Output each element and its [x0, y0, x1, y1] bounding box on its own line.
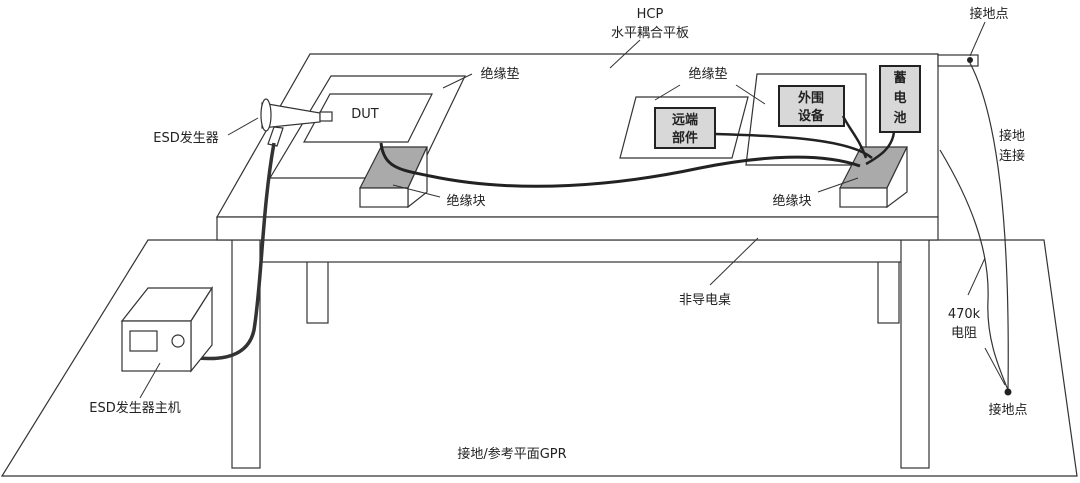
- table-leg-front-right: [900, 239, 930, 469]
- insulating-block-left-label: 绝缘块: [446, 193, 485, 209]
- ground-point-top-label: 接地点: [969, 6, 1008, 22]
- leader-hcp: [609, 39, 641, 69]
- insulating-block-left-front: [359, 187, 409, 208]
- leader-resistor-2: [984, 347, 1006, 386]
- leader-block-right: [817, 177, 859, 193]
- dut-board: [302, 93, 433, 143]
- battery-label-line3: 池: [893, 110, 906, 126]
- esd-gun-grip: [267, 126, 284, 147]
- insulating-block-right-front: [839, 187, 888, 208]
- leader-pad-right: [735, 84, 766, 105]
- table-apron: [259, 239, 909, 263]
- peripheral-label-line1: 外围: [797, 90, 824, 106]
- leader-table: [709, 237, 759, 286]
- leader-esd-gun: [227, 117, 259, 136]
- table-top-front-edge: [216, 216, 939, 241]
- esd-gun-rear: [260, 98, 272, 132]
- peripheral-cable: [841, 115, 868, 159]
- table-leg-back-left: [306, 258, 329, 324]
- ground-point-bottom-label: 接地点: [988, 402, 1027, 418]
- leader-pad-mid: [654, 84, 681, 101]
- peripheral-label-line2: 设备: [798, 108, 825, 124]
- main-harness-cable: [379, 142, 861, 188]
- leader-resistor: [967, 257, 986, 296]
- esd-gun-cable: [197, 142, 276, 361]
- insulating-block-right-label: 绝缘块: [772, 193, 811, 209]
- esd-generator-knob: [171, 334, 185, 348]
- leader-block-left: [392, 184, 441, 198]
- remote-component-label-line1: 远端: [672, 112, 698, 128]
- resistor-label-line1: 470k: [948, 307, 981, 322]
- battery-cable: [865, 131, 896, 166]
- insulating-pad-right-label: 绝缘垫: [688, 66, 727, 82]
- resistor-wire: [939, 149, 1009, 391]
- table-leg-back-right: [877, 258, 900, 324]
- esd-generator-main-label: ESD发生器主机: [89, 400, 180, 416]
- leader-main-unit: [139, 362, 161, 399]
- non-conductive-table-label: 非导电桌: [679, 293, 731, 308]
- remote-component-label-line2: 部件: [672, 130, 698, 146]
- insulating-pad-left-label: 绝缘垫: [480, 66, 519, 82]
- esd-generator-label: ESD发生器: [153, 130, 218, 146]
- dut-label: DUT: [351, 107, 379, 122]
- hcp-label-line1: HCP: [637, 7, 664, 22]
- ground-point-bottom-dot: [1004, 388, 1012, 396]
- leader-ground-top: [969, 21, 986, 57]
- ground-point-terminal: [937, 54, 979, 67]
- peripheral-device-box: [778, 85, 845, 127]
- ground-connection-label-line1: 接地: [999, 128, 1025, 144]
- battery-label-line2: 电: [893, 90, 906, 106]
- leader-pad-left: [442, 73, 473, 89]
- ground-connection-wire: [969, 62, 1009, 391]
- resistor-label-line2: 电阻: [951, 326, 977, 341]
- ground-point-top-dot: [967, 57, 973, 63]
- remote-component-box: [654, 107, 716, 149]
- battery-box: [879, 65, 921, 133]
- esd-gun-tip: [319, 111, 333, 122]
- esd-generator-display: [129, 330, 158, 352]
- ground-reference-plane-label: 接地/参考平面GPR: [457, 446, 566, 462]
- hcp-label-line2: 水平耦合平板: [611, 26, 689, 41]
- battery-label-line1: 蓄: [893, 70, 906, 86]
- ground-connection-label-line2: 连接: [999, 148, 1025, 164]
